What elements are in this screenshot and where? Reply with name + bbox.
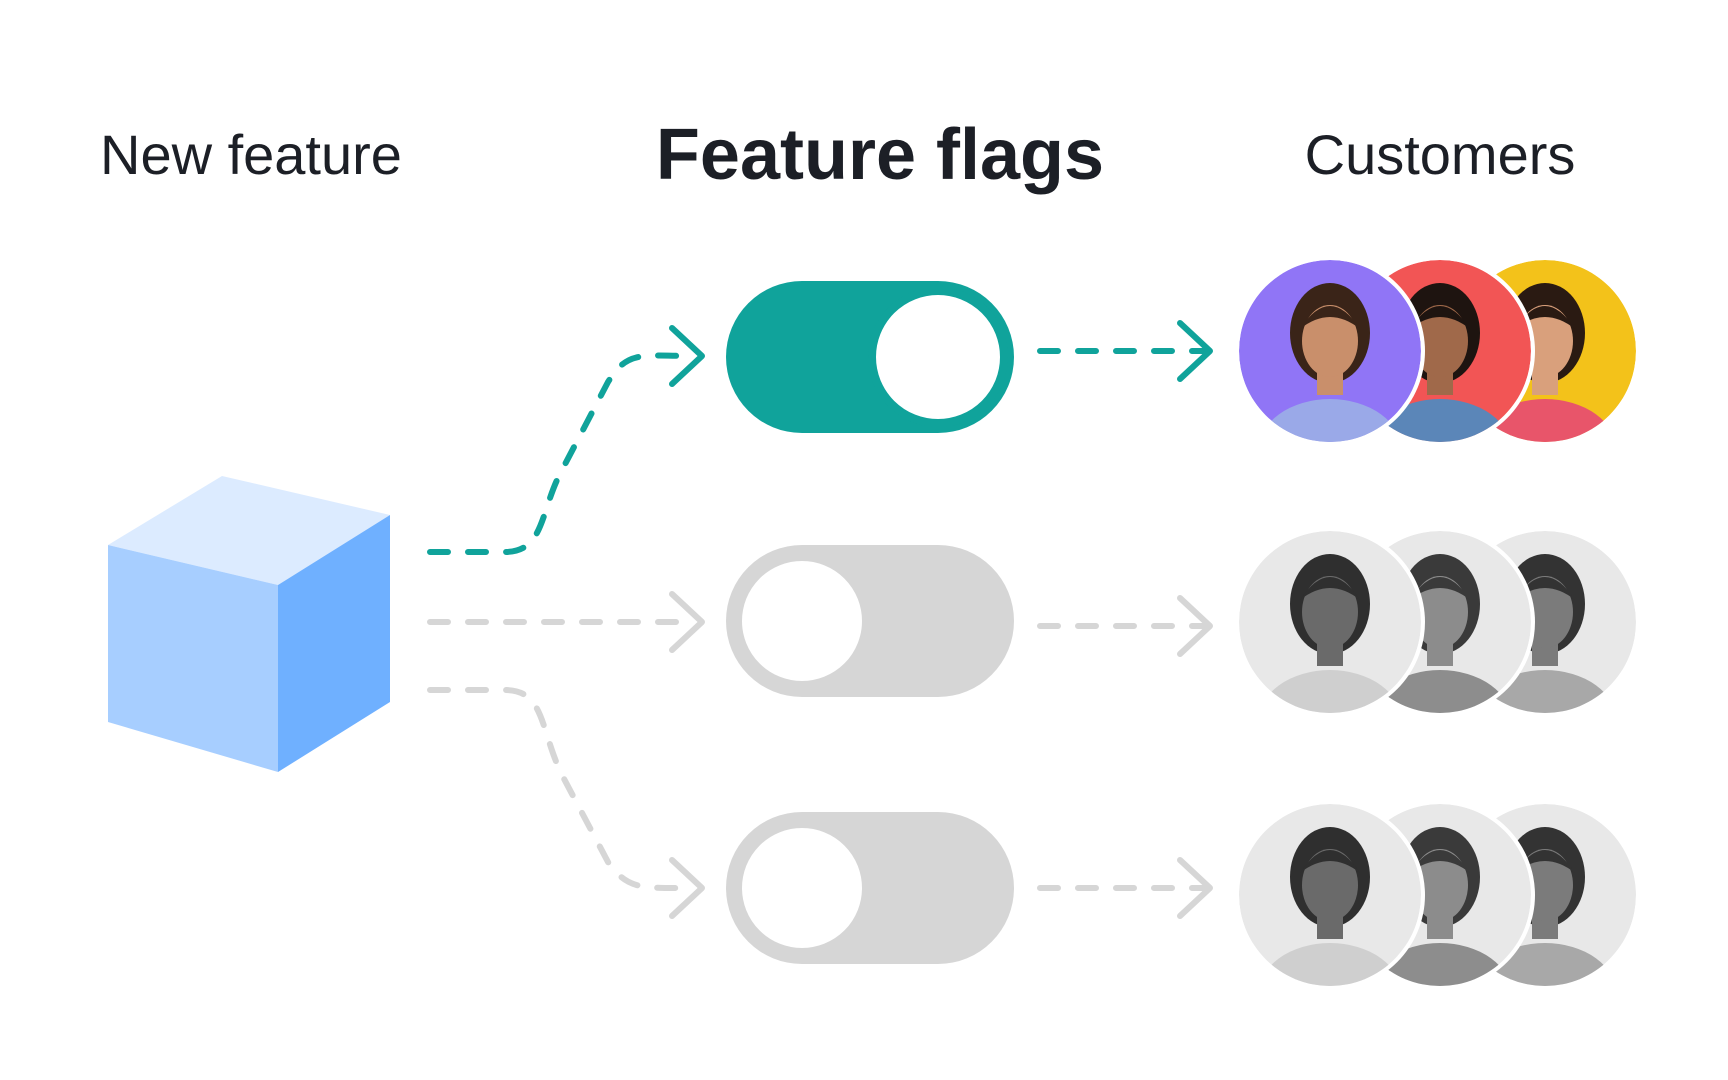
new-feature-heading: New feature (100, 123, 402, 186)
customer-group-2 (1235, 527, 1640, 717)
arrow-to-flag-2-icon (669, 591, 705, 653)
customer-group-3 (1235, 800, 1640, 990)
feature-flag-toggle-2[interactable] (726, 545, 1014, 697)
feature-cube-icon (108, 476, 390, 772)
toggle-knob (868, 287, 1008, 427)
arrow-to-customers-2-icon (1177, 595, 1213, 657)
cube-top-face (108, 476, 390, 585)
cube-left-face (108, 545, 278, 772)
customer-avatar (1235, 256, 1425, 446)
customer-avatar (1235, 527, 1425, 717)
customer-avatar (1235, 800, 1425, 990)
feature-flag-toggle-1[interactable] (726, 281, 1014, 433)
arrow-to-customers-3-icon (1177, 857, 1213, 919)
feature-flags-heading: Feature flags (655, 115, 1105, 195)
connector-to-flag-1 (427, 352, 698, 555)
connector-to-flag-3 (427, 687, 698, 892)
arrow-to-flag-3-icon (669, 857, 705, 919)
arrow-to-flag-1-icon (669, 325, 705, 387)
customers-heading: Customers (1304, 123, 1576, 186)
cube-right-face (278, 515, 390, 772)
toggle-knob (730, 816, 874, 960)
toggle-knob (730, 549, 874, 693)
customer-avatar-groups (1235, 256, 1640, 990)
customer-group-1 (1235, 256, 1640, 446)
feature-flag-toggle-3[interactable] (726, 812, 1014, 964)
arrow-to-customers-1-icon (1177, 320, 1213, 382)
